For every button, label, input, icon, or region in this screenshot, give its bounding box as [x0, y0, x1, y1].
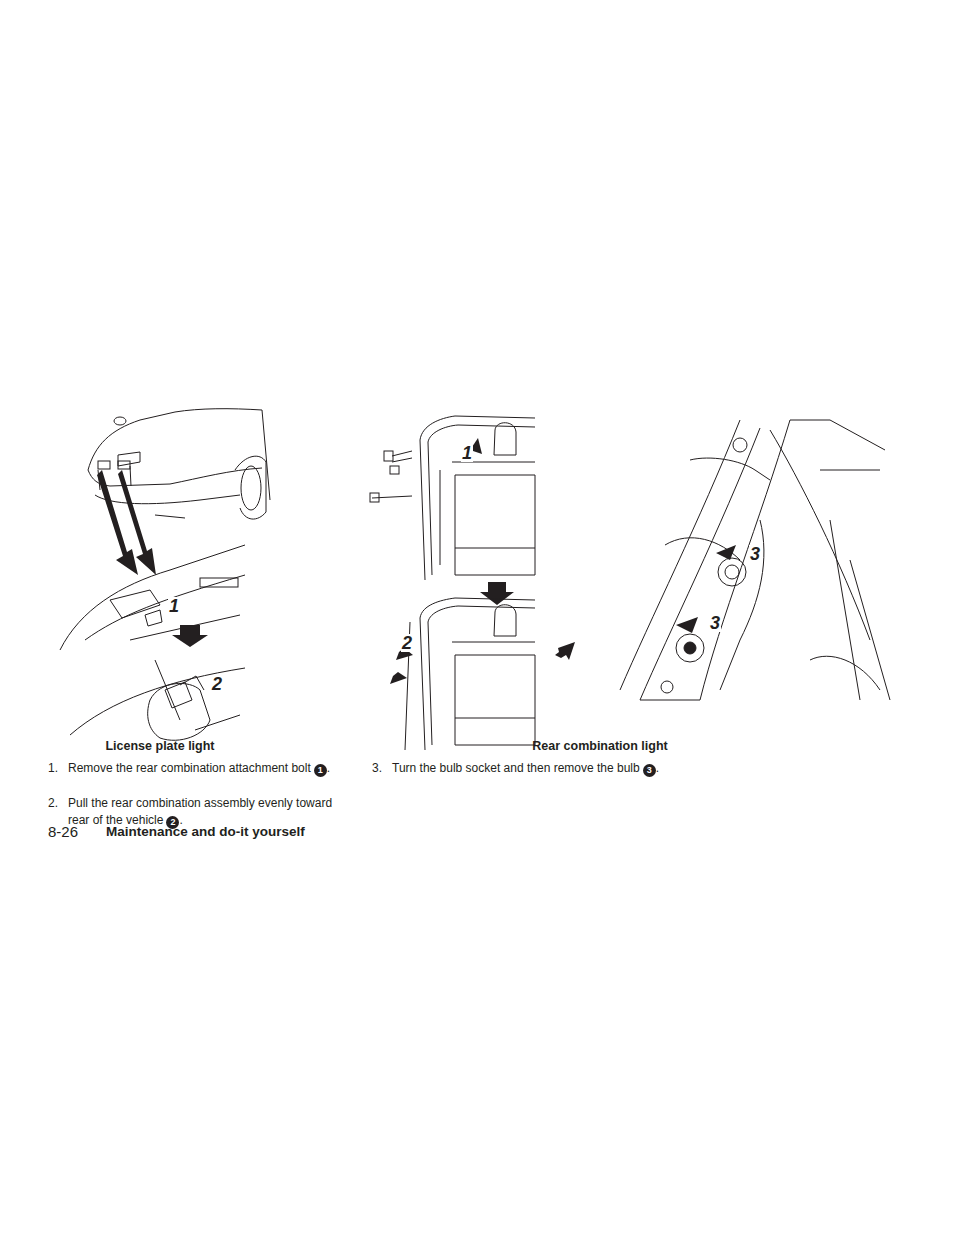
figure-caption: Rear combination light — [532, 739, 667, 753]
step-text: . — [656, 761, 659, 775]
turn-arrow — [716, 545, 736, 560]
section-title: Maintenance and do-it yourself — [106, 824, 305, 839]
step-arrow — [555, 642, 575, 660]
figure-caption: License plate light — [105, 739, 214, 753]
callout-number: 3 — [709, 614, 721, 632]
callout-number: 1 — [168, 597, 180, 615]
cargo-view-lower — [405, 598, 535, 750]
car-rear-view — [88, 409, 270, 519]
step-text: Pull the rear combination assembly evenl… — [68, 796, 332, 827]
step-text: Turn the bulb socket and then remove the… — [392, 761, 640, 775]
callout-number: 3 — [749, 545, 761, 563]
cargo-view-upper — [370, 416, 535, 580]
turn-arrow — [676, 617, 698, 633]
zoom-arrow — [97, 470, 138, 575]
step-arrow — [480, 582, 514, 605]
bumper-detail — [60, 545, 245, 650]
callout-number: 2 — [211, 675, 223, 693]
callout-number: 2 — [401, 634, 413, 652]
step-number: 3. — [372, 760, 392, 777]
step-text: Remove the rear combination attachment b… — [68, 761, 311, 775]
step-text: 1.Remove the rear combination attachment… — [48, 760, 338, 777]
callout-number: 1 — [461, 444, 473, 462]
step-number: 1. — [48, 760, 68, 777]
step-text: 3.Turn the bulb socket and then remove t… — [372, 760, 662, 777]
lamp-detail — [70, 660, 245, 740]
lamp-housing — [620, 420, 890, 700]
page-number: 8-26 — [48, 823, 78, 840]
pull-arrow — [390, 672, 407, 684]
step-number: 2. — [48, 795, 68, 812]
zoom-arrow — [118, 470, 156, 575]
step-text: . — [327, 761, 330, 775]
callout-number: 1 — [314, 764, 327, 777]
callout-number: 3 — [643, 764, 656, 777]
step-text: 2.Pull the rear combination assembly eve… — [48, 795, 338, 829]
step-arrow — [172, 625, 208, 647]
